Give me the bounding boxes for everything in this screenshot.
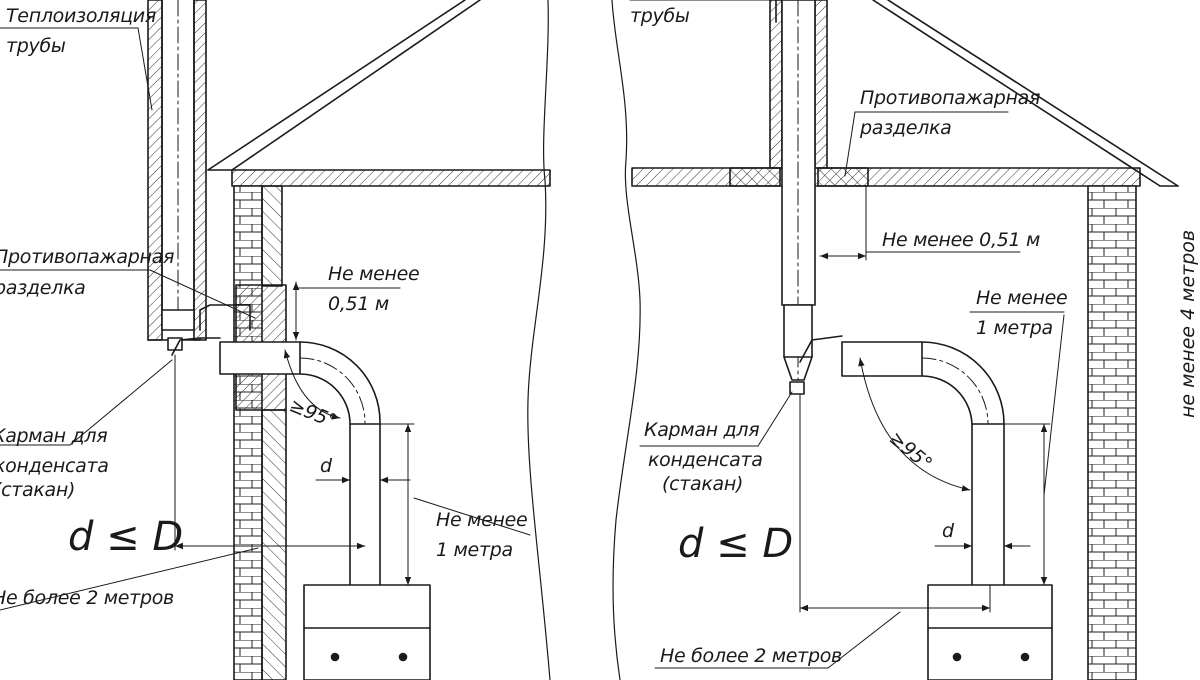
- left-max2m-label: Не более 2 метров: [0, 587, 174, 609]
- right-connector-pipe: [799, 335, 1005, 586]
- right-pipe-label: трубы: [630, 5, 690, 27]
- right-formula: d ≤ D: [678, 521, 793, 567]
- left-outer-chimney: [147, 0, 207, 351]
- right-min4m-label: не менее 4 метров: [1177, 230, 1199, 418]
- left-min1m-label-1: Не менее: [436, 509, 527, 531]
- right-pocket-label-1: Карман для: [644, 419, 759, 441]
- left-pocket-label-1: Карман для: [0, 425, 107, 447]
- right-firecut-label-1: Противопажарная: [860, 87, 1040, 109]
- left-roof: [207, 0, 481, 171]
- right-min1m-label-1: Не менее: [976, 287, 1067, 309]
- right-dimensions: [629, 0, 1065, 669]
- right-firecut-label-2: разделка: [859, 117, 952, 139]
- right-ceiling-slab: [631, 167, 1141, 187]
- left-ceiling-slab: [231, 169, 551, 187]
- left-min051-label-1: Не менее: [328, 263, 419, 285]
- left-min051-label-2: 0,51 м: [328, 293, 389, 315]
- left-min1m-label-2: 1 метра: [436, 539, 513, 561]
- right-outer-chimney: [769, 0, 828, 395]
- left-boiler: [303, 584, 431, 680]
- right-min1m-label-2: 1 метра: [976, 317, 1053, 339]
- left-drawing: [0, 0, 551, 680]
- left-firecut-label-2: разделка: [0, 277, 86, 299]
- left-brick-wall: [233, 185, 287, 680]
- left-d-label: d: [320, 455, 333, 477]
- right-labels: трубы Противопажарная разделка Не менее …: [630, 5, 1199, 667]
- right-roof: [872, 0, 1179, 187]
- left-formula: d ≤ D: [68, 514, 183, 560]
- left-dimensions: [0, 27, 531, 611]
- right-max2m-label: Не более 2 метров: [660, 645, 842, 667]
- right-pocket-label-2: конденсата: [648, 449, 763, 471]
- left-insulation-label-1: Теплоизоляция: [6, 5, 156, 27]
- left-angle-label: ≥95°: [286, 394, 339, 433]
- right-d-label: d: [942, 520, 955, 542]
- right-pocket-label-3: (стакан): [662, 473, 743, 495]
- right-brick-wall: [1087, 185, 1137, 680]
- left-insulation-label-2: трубы: [6, 35, 66, 57]
- right-min051-label: Не менее 0,51 м: [882, 229, 1040, 251]
- right-angle-label: ≥95°: [885, 427, 936, 475]
- left-pocket-label-2: конденсата: [0, 455, 109, 477]
- left-pocket-label-3: (стакан): [0, 479, 75, 501]
- left-labels: Теплоизоляция трубы Противопажарная разд…: [0, 5, 528, 609]
- right-drawing: [629, 0, 1179, 680]
- left-firecut-label-1: Противопажарная: [0, 246, 174, 268]
- torn-edge: [527, 0, 641, 680]
